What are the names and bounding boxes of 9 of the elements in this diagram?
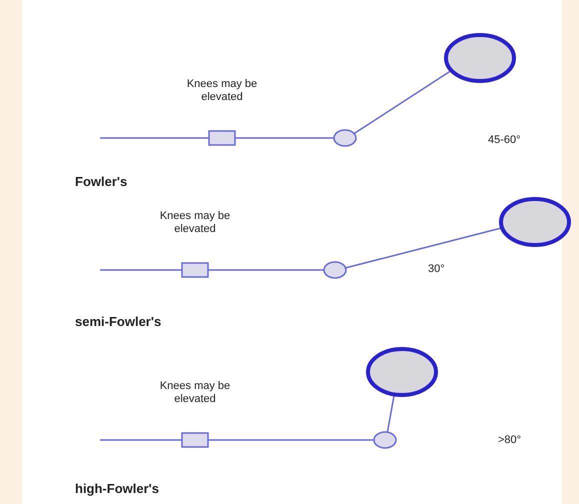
note-text: Knees may be elevated <box>158 380 232 406</box>
angle-label: 45-60° <box>488 134 521 147</box>
position-name: high-Fowler's <box>75 482 159 495</box>
note-text: Knees may be elevated <box>158 210 232 236</box>
angle-label: >80° <box>498 434 522 447</box>
note-text: Knees may be elevated <box>186 78 258 104</box>
position-name: semi-Fowler's <box>75 315 162 328</box>
position-name: Fowler's <box>75 175 128 188</box>
angle-label: 30° <box>428 263 445 276</box>
